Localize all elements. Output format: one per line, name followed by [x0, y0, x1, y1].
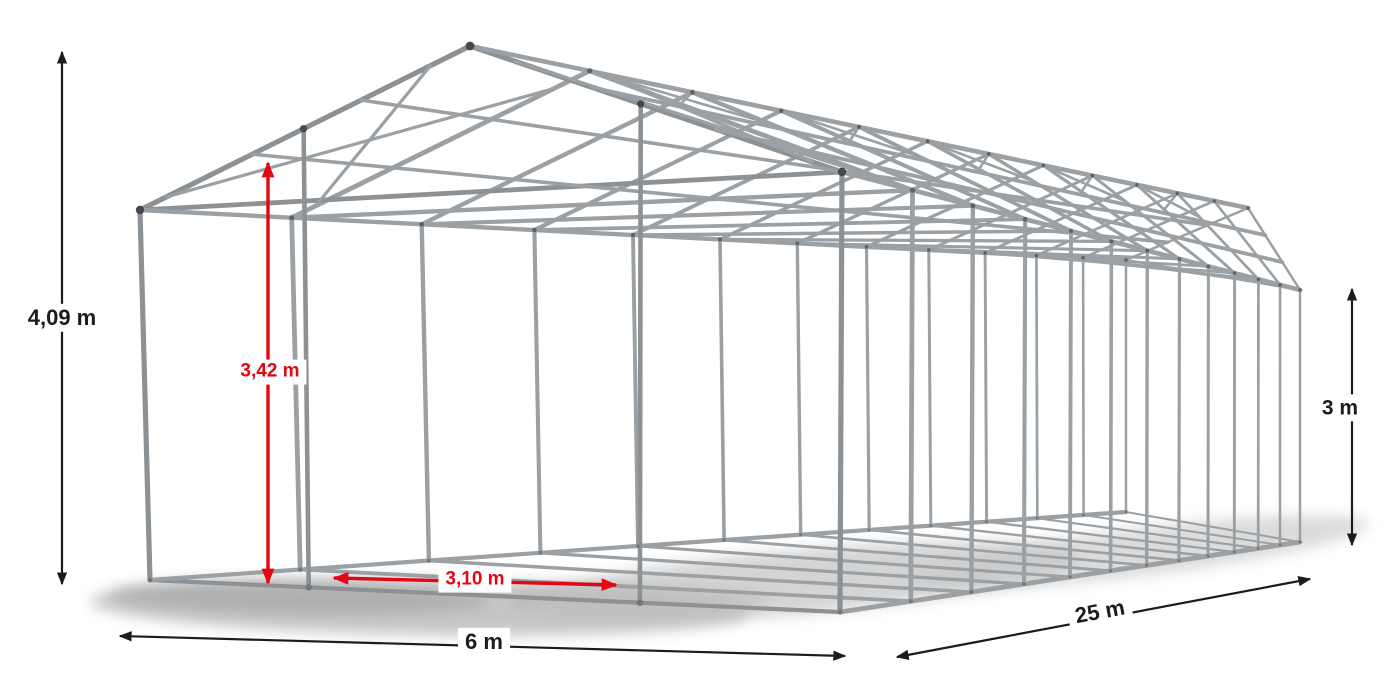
- dimension-label-side-height: 3 m: [1314, 394, 1366, 422]
- dimension-label-front-width: 6 m: [458, 627, 510, 657]
- dimension-label-total-height: 4,09 m: [20, 303, 104, 333]
- dimension-label-inner-height: 3,42 m: [233, 359, 307, 385]
- dimension-label-inner-width: 3,10 m: [438, 567, 512, 593]
- frame-structure: [135, 41, 1303, 615]
